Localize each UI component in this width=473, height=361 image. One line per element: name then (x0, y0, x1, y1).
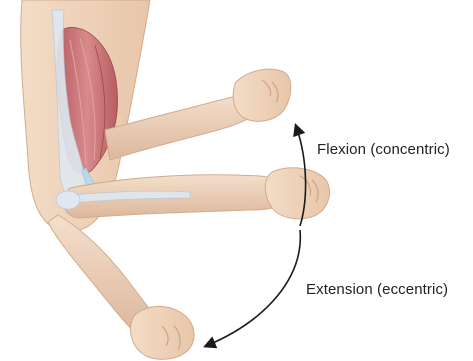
fist-flexed (233, 69, 291, 121)
extension-arrow (206, 230, 300, 346)
fist-extended (130, 306, 194, 359)
fist-horizontal (265, 168, 329, 219)
extension-label: Extension (eccentric) (306, 281, 448, 298)
flexion-label: Flexion (concentric) (317, 141, 450, 158)
